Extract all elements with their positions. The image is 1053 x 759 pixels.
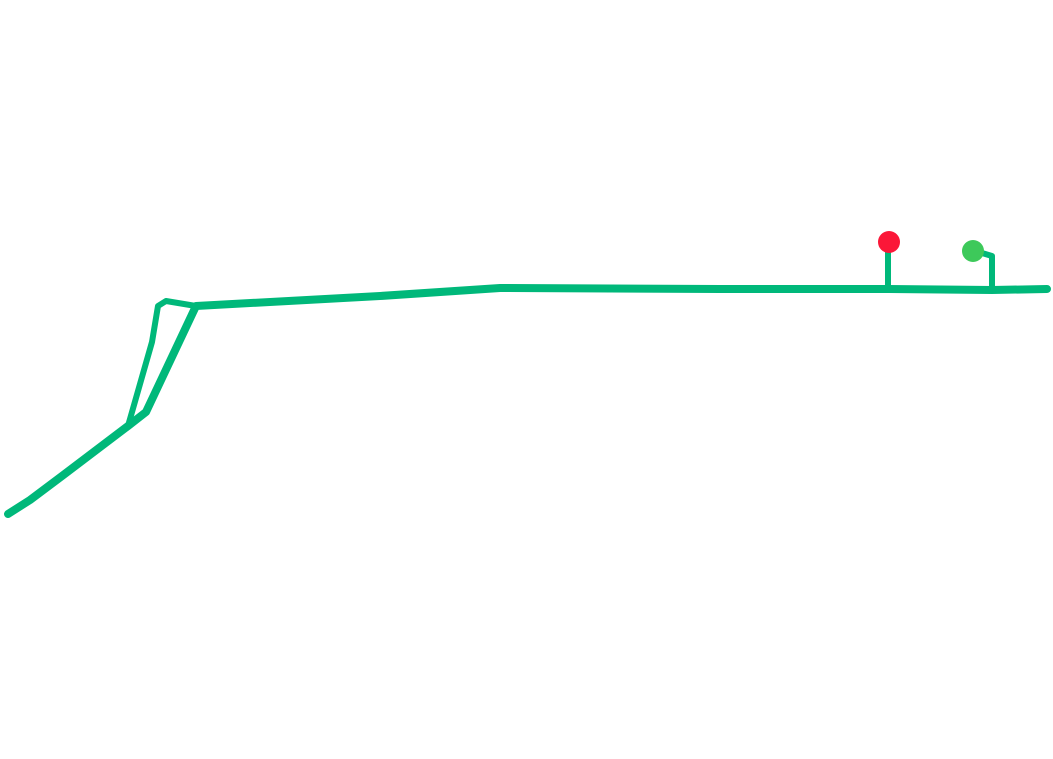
route-path-main [4, 284, 1051, 518]
route-path-branch [125, 298, 199, 429]
route-spur-start [979, 250, 995, 293]
start-pin-icon[interactable] [962, 240, 984, 262]
end-pin-icon[interactable] [878, 231, 900, 253]
